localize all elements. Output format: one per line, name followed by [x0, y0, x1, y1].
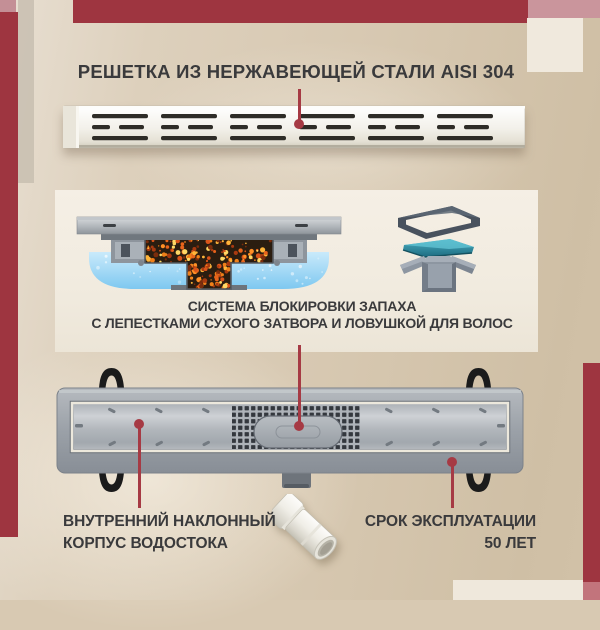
pipe-adapter-photo [267, 492, 362, 579]
odor-system-label: СИСТЕМА БЛОКИРОВКИ ЗАПАХА С ЛЕПЕСТКАМИ С… [62, 298, 542, 331]
drain-body-line1: ВНУТРЕННИЙ НАКЛОННЫЙ [63, 513, 276, 530]
page-title: РЕШЕТКА ИЗ НЕРЖАВЕЮЩЕЙ СТАЛИ AISI 304 [77, 61, 515, 82]
lifespan-label: СРОК ЭКСПЛУАТАЦИИ 50 ЛЕТ [300, 511, 536, 554]
callout-dot-cover [294, 421, 304, 431]
callout-line-grate [298, 89, 301, 122]
callout-line-body [138, 424, 141, 508]
deco-pink-block-top-right [528, 0, 600, 18]
odor-system-line2: С ЛЕПЕСТКАМИ СУХОГО ЗАТВОРА И ЛОВУШКОЙ Д… [91, 314, 513, 331]
drain-body-label: ВНУТРЕННИЙ НАКЛОННЫЙ КОРПУС ВОДОСТОКА [63, 511, 293, 554]
deco-red-band-top [73, 0, 528, 23]
deco-red-stripe-left [0, 12, 18, 537]
callout-line-lifespan [451, 462, 454, 508]
drain-body-photo [55, 366, 525, 498]
lifespan-line2: 50 ЛЕТ [484, 534, 536, 552]
deco-cream-patch-top-right [527, 18, 583, 72]
deco-pink-block-top-left [0, 0, 16, 12]
deco-pink-block-bottom-right [583, 582, 600, 600]
exploded-parts-diagram [392, 202, 488, 298]
deco-gray-stripe-left [18, 0, 34, 183]
callout-dot-lifespan [447, 457, 457, 467]
lifespan-line1: СРОК ЭКСПЛУАТАЦИИ [364, 513, 536, 530]
callout-dot-body [134, 419, 144, 429]
drain-body-line2: КОРПУС ВОДОСТОКА [63, 534, 228, 552]
cross-section-diagram [75, 212, 343, 292]
deco-red-stripe-right [583, 363, 600, 582]
callout-dot-grate [294, 119, 304, 129]
odor-system-line1: СИСТЕМА БЛОКИРОВКИ ЗАПАХА [187, 298, 417, 314]
deco-cream-patch-bottom-right [453, 580, 583, 600]
callout-line-cover [298, 345, 301, 424]
